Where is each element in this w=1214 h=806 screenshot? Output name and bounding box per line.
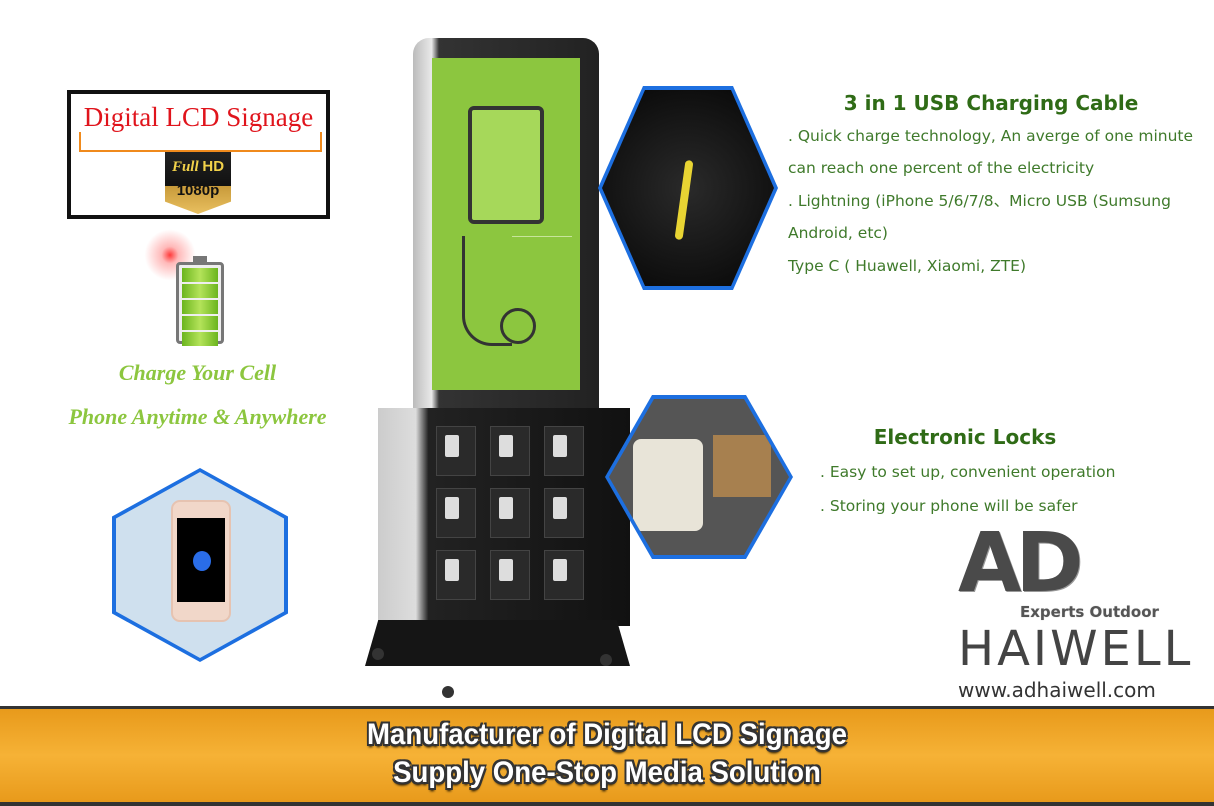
banner-line2: Supply One-Stop Media Solution: [393, 756, 821, 789]
kiosk-base: [365, 620, 630, 666]
logo-name: HAIWELL: [958, 621, 1194, 677]
lcd-title: Digital LCD Signage: [83, 102, 314, 132]
lock-hexagon-image: [605, 395, 793, 559]
battery-icon: [176, 256, 224, 346]
smartphone-icon: [171, 500, 231, 622]
logo-url: www.adhaiwell.com: [958, 678, 1156, 702]
resolution-text: 1080p: [176, 182, 220, 199]
charge-slogan-line2: Phone Anytime & Anywhere: [68, 404, 327, 429]
cable-feature-line: . Lightning (iPhone 5/6/7/8、Micro USB (S…: [788, 192, 1171, 210]
digital-lcd-signage-badge: Digital LCD Signage Full HD 1080p: [67, 90, 330, 219]
cable-feature-line: can reach one percent of the electricity: [788, 159, 1095, 177]
orange-bracket: [79, 132, 322, 152]
charge-slogan-line1: Charge Your Cell: [118, 360, 277, 385]
yellow-cable-icon: [674, 159, 694, 241]
usb-cable-graphic: [462, 236, 512, 346]
wheel-icon: [600, 654, 612, 666]
keypad-icon: [633, 439, 703, 531]
screen-phone-graphic: [468, 106, 544, 224]
screen-text-graphic: [512, 236, 572, 276]
cable-feature-line: Type C ( Huawell, Xiaomi, ZTE): [788, 257, 1027, 275]
cable-feature-title: 3 in 1 USB Charging Cable: [843, 91, 1139, 115]
locks-feature-line: . Storing your phone will be safer: [820, 497, 1078, 515]
locker-cabinet: [378, 408, 630, 626]
locks-feature-line: . Easy to set up, convenient operation: [820, 463, 1116, 481]
hd-text: HD: [202, 158, 225, 175]
cable-feature-line: Android, etc): [788, 224, 888, 242]
wheel-icon: [372, 648, 384, 660]
bottom-banner: Manufacturer of Digital LCD Signage Supp…: [0, 706, 1214, 806]
logo-tagline: Experts Outdoor: [1020, 603, 1159, 621]
locks-feature-title: Electronic Locks: [873, 425, 1057, 449]
haiwell-logo-mark: AD: [958, 528, 1084, 600]
cable-hexagon-image: [598, 86, 778, 290]
phone-hexagon-image: [112, 468, 288, 662]
full-hd-text: Full HD: [165, 158, 231, 176]
kiosk-screen: [432, 58, 580, 390]
card-reader-icon: [713, 435, 771, 497]
phone-circle-icon: [500, 308, 536, 344]
full-text: Full: [171, 159, 199, 175]
wheel-icon: [442, 686, 454, 698]
banner-line1: Manufacturer of Digital LCD Signage: [367, 718, 847, 751]
full-hd-badge: Full HD 1080p: [165, 152, 231, 214]
cable-feature-line: . Quick charge technology, An averge of …: [788, 127, 1194, 145]
